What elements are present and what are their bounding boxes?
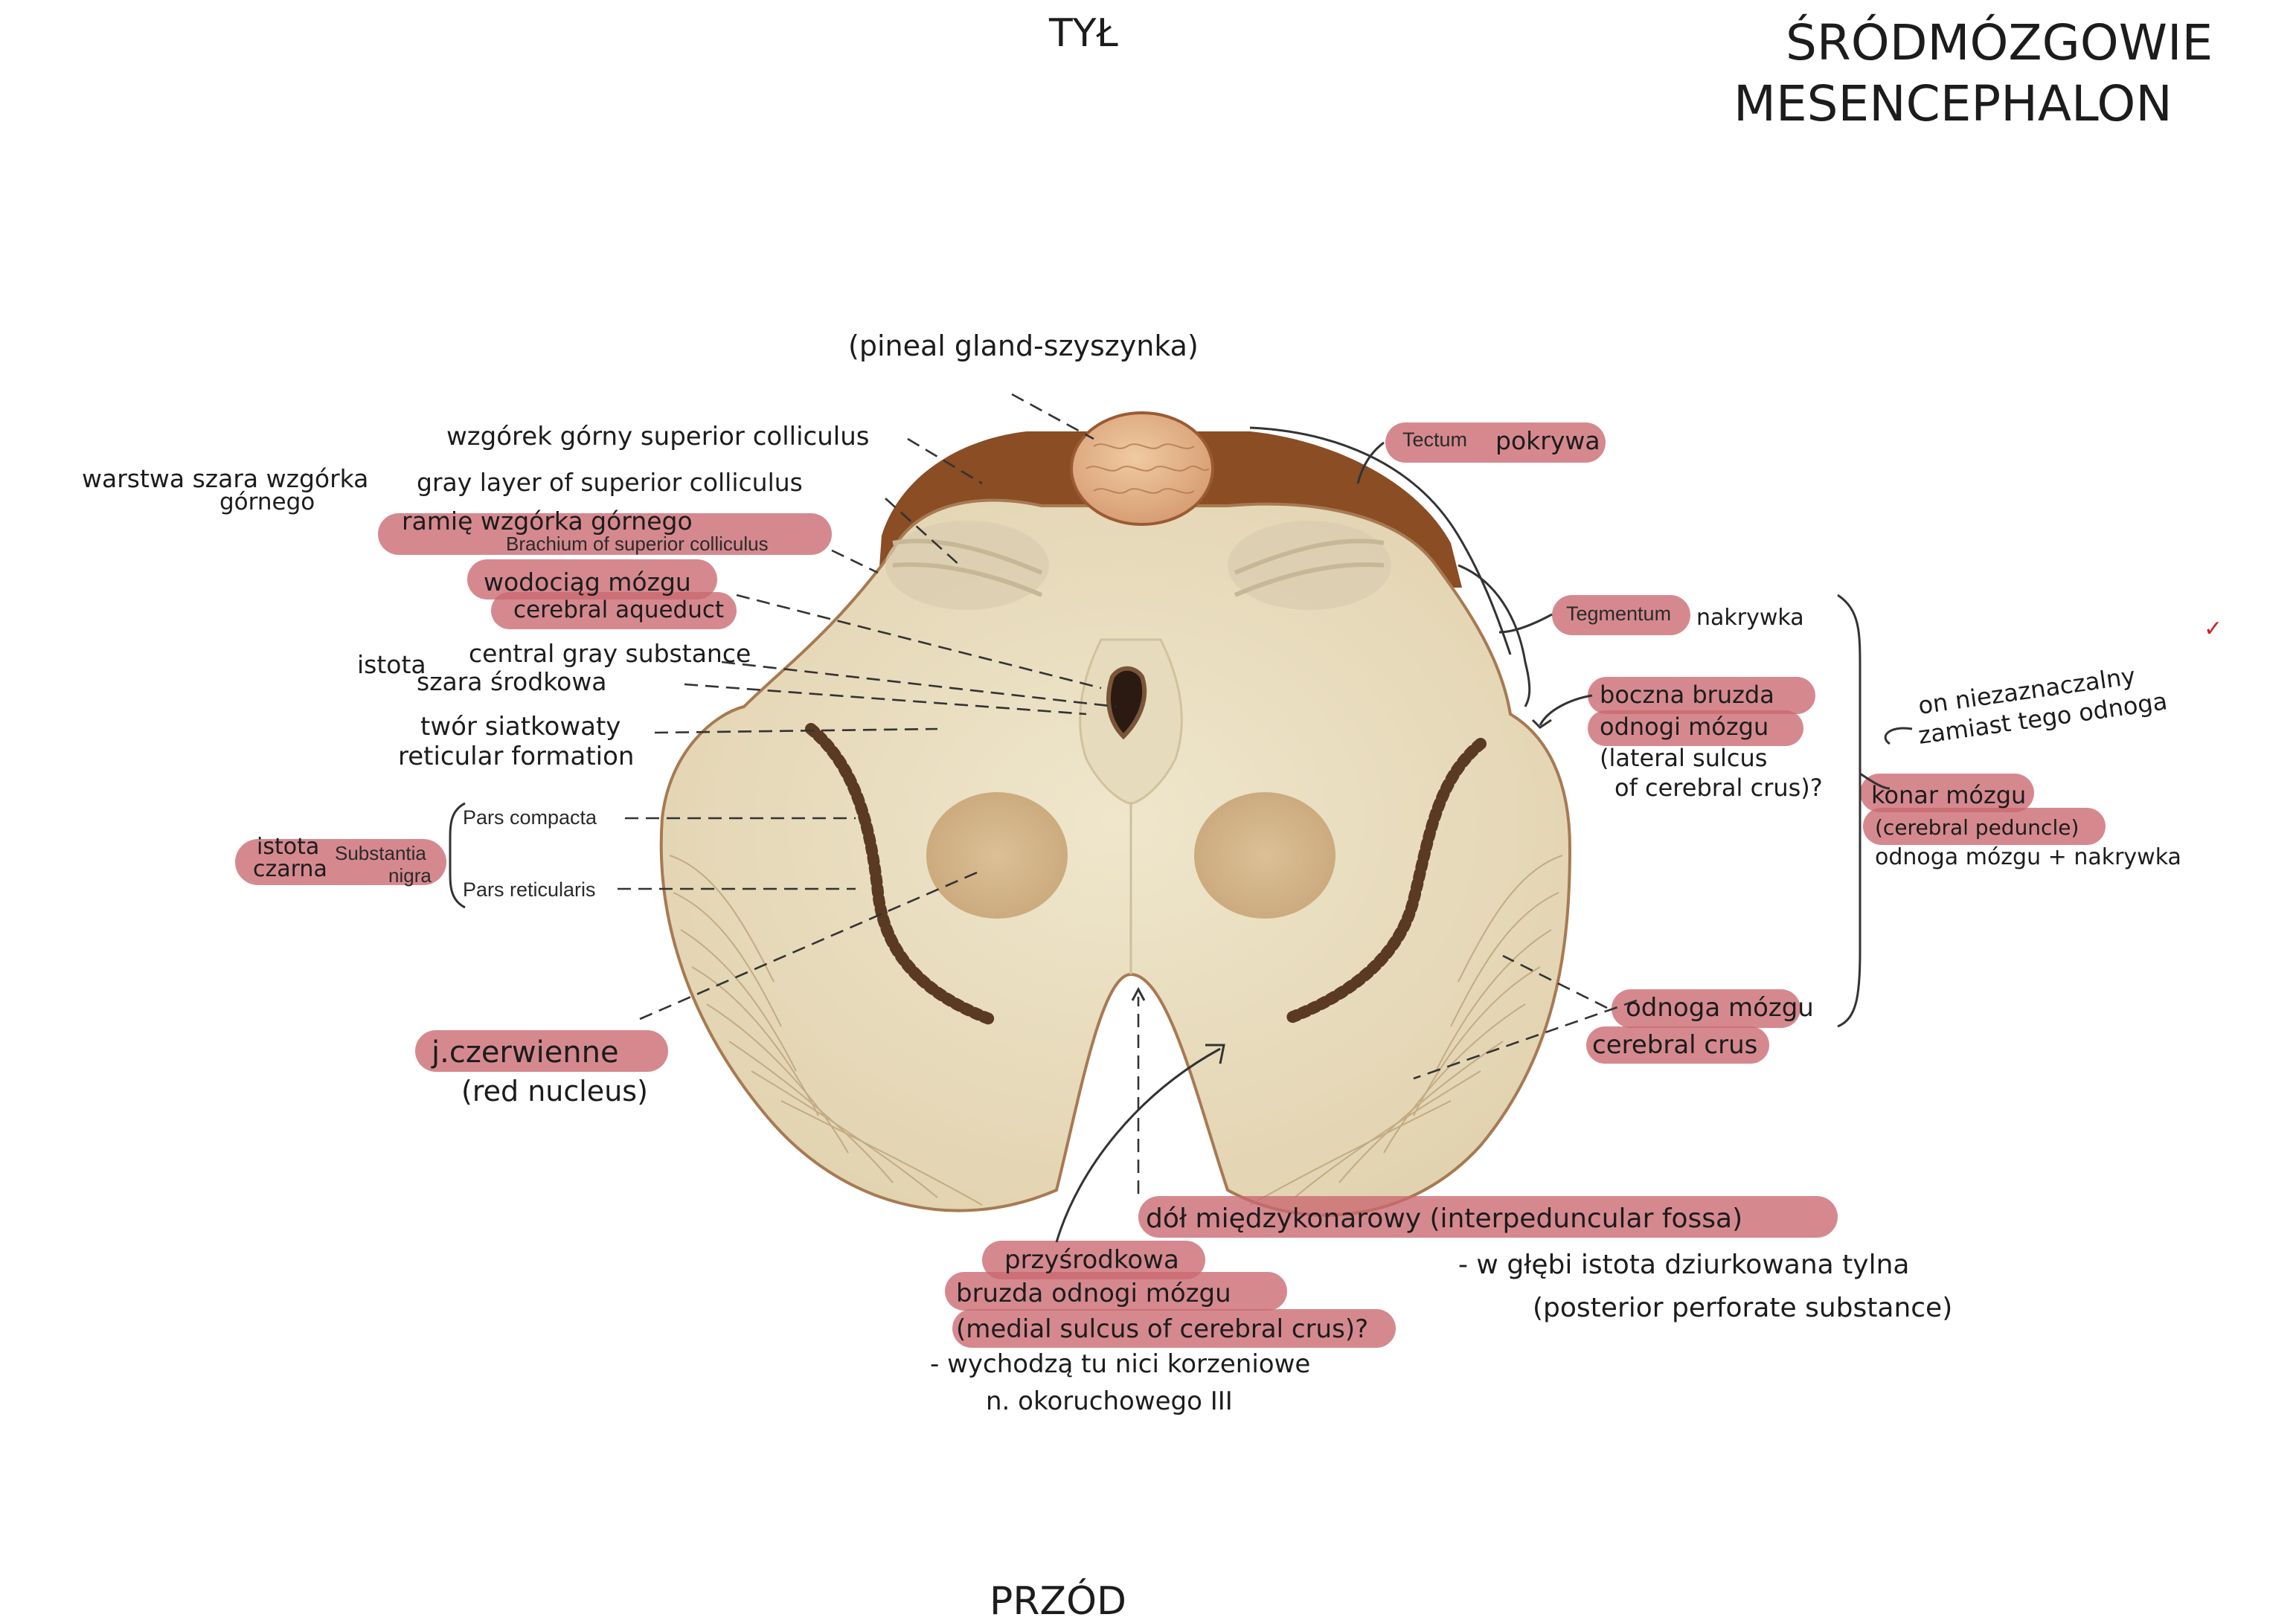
label-central-gray-pl2: szara środkowa bbox=[417, 667, 607, 696]
label-gray-layer-pl: warstwa szara wzgórka bbox=[82, 464, 368, 493]
label-aqueduct-pl: wodociąg mózgu bbox=[484, 568, 691, 597]
label-peduncle-2: (cerebral peduncle) bbox=[1875, 815, 2079, 840]
label-gray-layer-pl2: górnego bbox=[219, 489, 315, 515]
label-lateral-sulcus-3: (lateral sulcus bbox=[1600, 744, 1767, 772]
aqueduct bbox=[1106, 666, 1147, 740]
label-tectum-pl: pokrywa bbox=[1495, 426, 1600, 455]
label-pineal: (pineal gland-szyszynka) bbox=[848, 330, 1199, 362]
label-pars-reticularis: Pars reticularis bbox=[463, 878, 596, 901]
label-peduncle-3: odnoga mózgu + nakrywka bbox=[1875, 844, 2181, 870]
label-aqueduct-en: cerebral aqueduct bbox=[513, 597, 724, 623]
label-medial-3: (medial sulcus of cerebral crus)? bbox=[956, 1314, 1368, 1344]
label-fossa-2: - w głębi istota dziurkowana tylna bbox=[1458, 1250, 1909, 1280]
label-medial-4: - wychodzą tu nici korzeniowe bbox=[930, 1349, 1310, 1379]
label-sup-colliculus: wzgórek górny superior colliculus bbox=[446, 422, 870, 451]
midbrain-section bbox=[659, 411, 1572, 1217]
red-nucleus-right bbox=[1194, 792, 1335, 919]
highlights bbox=[235, 422, 2106, 1348]
anatomy-labels: (pineal gland-szyszynka) wzgórek górny s… bbox=[82, 330, 2222, 1416]
label-central-gray-pl1: istota bbox=[357, 650, 426, 679]
label-tectum-en: Tectum bbox=[1402, 428, 1467, 451]
label-reticular-en: reticular formation bbox=[398, 742, 634, 771]
label-substantia-en2: nigra bbox=[388, 864, 432, 887]
label-medial-2: bruzda odnogi mózgu bbox=[956, 1279, 1231, 1308]
label-medial-1: przyśrodkowa bbox=[1004, 1245, 1179, 1275]
label-substantia-en1: Substantia bbox=[335, 842, 426, 864]
label-gray-layer-en: gray layer of superior colliculus bbox=[417, 468, 803, 497]
label-crus-en: cerebral crus bbox=[1592, 1030, 1757, 1060]
red-nucleus-left bbox=[926, 792, 1068, 919]
label-tegmentum-en: Tegmentum bbox=[1566, 602, 1671, 625]
label-lateral-sulcus-4: of cerebral crus)? bbox=[1614, 774, 1823, 802]
title-pl: ŚRÓDMÓZGOWIE bbox=[1786, 14, 2213, 71]
label-fossa-3: (posterior perforate substance) bbox=[1533, 1293, 1952, 1323]
label-lateral-sulcus-2: odnogi mózgu bbox=[1600, 713, 1769, 741]
label-reticular-pl: twór siatkowaty bbox=[420, 712, 621, 742]
label-red-nucleus-pl: j.czerwienne bbox=[431, 1035, 619, 1070]
label-pars-compacta: Pars compacta bbox=[463, 806, 597, 829]
label-peduncle-1: konar mózgu bbox=[1871, 781, 2026, 809]
right-crus-striations bbox=[1249, 855, 1563, 1206]
left-crus-striations bbox=[669, 855, 983, 1206]
bottom-label: PRZÓD bbox=[990, 1578, 1126, 1623]
tick-mark: ✓ bbox=[2204, 616, 2222, 642]
label-substantia-pl1: istota bbox=[257, 834, 319, 860]
label-lateral-sulcus-1: boczna bruzda bbox=[1600, 681, 1774, 709]
label-brachium-en: Brachium of superior colliculus bbox=[506, 533, 769, 555]
substantia-nigra-left bbox=[805, 723, 995, 1025]
tissue-body bbox=[659, 498, 1572, 1217]
pineal-gland bbox=[1070, 411, 1214, 526]
label-central-gray-en: central gray substance bbox=[469, 639, 751, 668]
leader-lines bbox=[449, 393, 1913, 1243]
substantia-nigra-right bbox=[1281, 738, 1487, 1025]
label-red-nucleus-en: (red nucleus) bbox=[461, 1075, 648, 1108]
label-substantia-pl2: czarna bbox=[253, 856, 327, 882]
superior-colliculus-left bbox=[885, 521, 1049, 610]
title-en: MESENCEPHALON bbox=[1734, 75, 2172, 132]
label-fossa-1: dół międzykonarowy (interpeduncular foss… bbox=[1146, 1203, 1742, 1234]
top-label: TYŁ bbox=[1048, 11, 1118, 56]
label-crus-pl: odnoga mózgu bbox=[1626, 993, 1814, 1023]
label-tegmentum-pl: nakrywka bbox=[1696, 605, 1804, 631]
superior-colliculus-right bbox=[1228, 521, 1391, 610]
label-medial-5: n. okoruchowego III bbox=[986, 1386, 1233, 1416]
label-brachium-pl: ramię wzgórka górnego bbox=[402, 507, 693, 536]
header-labels: TYŁ PRZÓD ŚRÓDMÓZGOWIE MESENCEPHALON bbox=[990, 11, 2213, 1623]
